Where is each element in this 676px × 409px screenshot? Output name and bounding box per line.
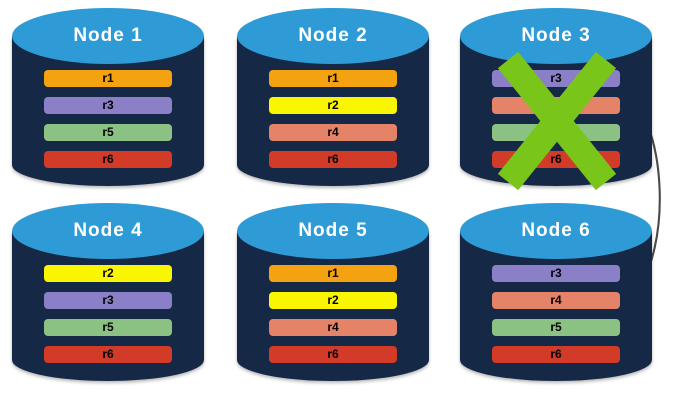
node-4-label: Node 4	[73, 220, 143, 241]
node-3[interactable]: Node 3 r3 r4 r5 r6	[460, 8, 652, 214]
node-1-replica-r1[interactable]: r1	[44, 70, 172, 87]
node-3-replica-r6[interactable]: r6	[492, 151, 620, 168]
node-4-top-ellipse	[12, 203, 204, 259]
node-6-label: Node 6	[521, 220, 591, 241]
node-5-replica-r1[interactable]: r1	[269, 265, 397, 282]
node-5-replica-r6[interactable]: r6	[269, 346, 397, 363]
node-2-label: Node 2	[298, 25, 368, 46]
node-6-replica-r4[interactable]: r4	[492, 292, 620, 309]
node-5-replica-r2[interactable]: r2	[269, 292, 397, 309]
node-6-replica-r5[interactable]: r5	[492, 319, 620, 336]
node-2-replica-r1[interactable]: r1	[269, 70, 397, 87]
node-4[interactable]: Node 4 r2 r3 r5 r6	[12, 203, 204, 409]
node-6-replica-r3[interactable]: r3	[492, 265, 620, 282]
node-4-replica-r6[interactable]: r6	[44, 346, 172, 363]
node-3-replica-r4[interactable]: r4	[492, 97, 620, 114]
node-1-replica-r5[interactable]: r5	[44, 124, 172, 141]
node-2-top-ellipse	[237, 8, 429, 64]
node-1[interactable]: Node 1 r1 r3 r5 r6	[12, 8, 204, 214]
node-3-label: Node 3	[521, 25, 591, 46]
node-5-top-ellipse	[237, 203, 429, 259]
node-1-label: Node 1	[73, 25, 143, 46]
node-4-replica-r3[interactable]: r3	[44, 292, 172, 309]
node-3-replica-r5[interactable]: r5	[492, 124, 620, 141]
node-1-top-ellipse	[12, 8, 204, 64]
node-1-replica-r3[interactable]: r3	[44, 97, 172, 114]
node-2-replica-r6[interactable]: r6	[269, 151, 397, 168]
node-6[interactable]: Node 6 r3 r4 r5 r6	[460, 203, 652, 409]
node-4-replica-r2[interactable]: r2	[44, 265, 172, 282]
node-4-replica-r5[interactable]: r5	[44, 319, 172, 336]
node-2-replica-r4[interactable]: r4	[269, 124, 397, 141]
node-5[interactable]: Node 5 r1 r2 r4 r6	[237, 203, 429, 409]
node-5-label: Node 5	[298, 220, 368, 241]
node-2[interactable]: Node 2 r1 r2 r4 r6	[237, 8, 429, 214]
node-6-top-ellipse	[460, 203, 652, 259]
node-1-replica-r6[interactable]: r6	[44, 151, 172, 168]
node-2-replica-r2[interactable]: r2	[269, 97, 397, 114]
node-6-replica-r6[interactable]: r6	[492, 346, 620, 363]
node-3-replica-r3[interactable]: r3	[492, 70, 620, 87]
node-5-replica-r4[interactable]: r4	[269, 319, 397, 336]
